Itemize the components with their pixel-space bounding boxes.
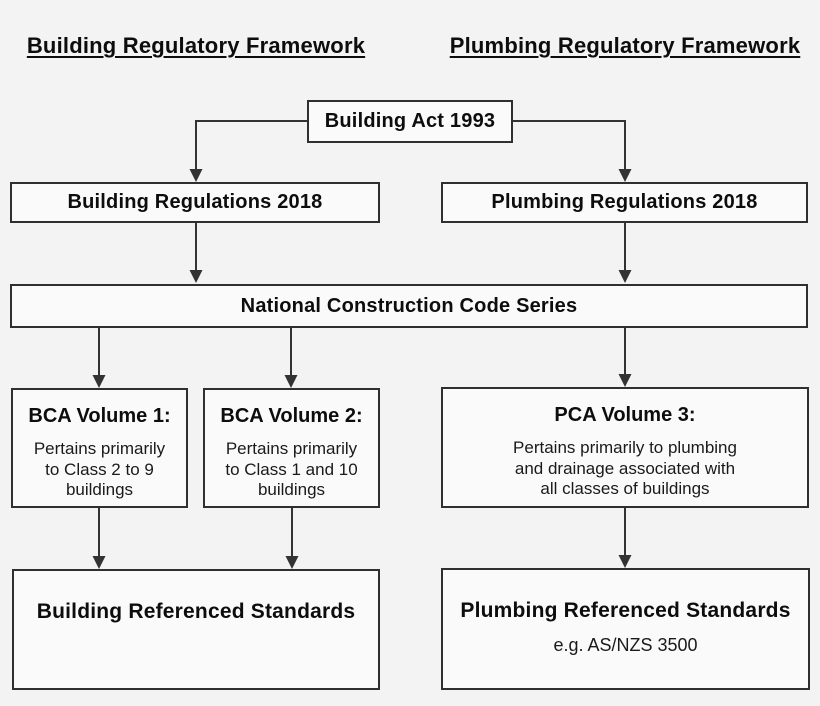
pca-volume-3-description: Pertains primarily to plumbing and drain… xyxy=(513,438,737,499)
connector-building-act-to-plumbing-regulations xyxy=(513,120,632,182)
building-act-label: Building Act 1993 xyxy=(324,110,496,132)
node-bca-volume-2: BCA Volume 2: Pertains primarily to Clas… xyxy=(203,388,380,508)
connector-building-regulations-to-ncc xyxy=(189,223,203,283)
node-building-act: Building Act 1993 xyxy=(307,100,513,143)
plumbing-framework-header: Plumbing Regulatory Framework xyxy=(449,33,801,58)
connector-bca-vol1-to-building-standards xyxy=(92,508,106,569)
ncc-series-label: National Construction Code Series xyxy=(240,294,578,317)
bca-volume-1-description: Pertains primarily to Class 2 to 9 build… xyxy=(33,439,166,500)
bca-volume-2-description: Pertains primarily to Class 1 and 10 bui… xyxy=(225,439,358,500)
connector-pca-vol3-to-plumbing-standards xyxy=(618,508,632,568)
node-building-regulations: Building Regulations 2018 xyxy=(10,182,380,223)
node-plumbing-regulations: Plumbing Regulations 2018 xyxy=(441,182,808,223)
bca-volume-2-title: BCA Volume 2: xyxy=(220,405,363,427)
node-building-referenced-standards: Building Referenced Standards xyxy=(12,569,380,690)
connector-building-act-to-building-regulations xyxy=(189,120,307,182)
connector-ncc-to-bca-vol1 xyxy=(92,328,106,388)
node-bca-volume-1: BCA Volume 1: Pertains primarily to Clas… xyxy=(11,388,188,508)
building-regulations-label: Building Regulations 2018 xyxy=(67,191,323,213)
connector-bca-vol2-to-building-standards xyxy=(285,508,299,569)
node-ncc-series: National Construction Code Series xyxy=(10,284,808,328)
plumbing-referenced-standards-title: Plumbing Referenced Standards xyxy=(460,599,791,622)
building-framework-header: Building Regulatory Framework xyxy=(26,33,366,58)
pca-volume-3-title: PCA Volume 3: xyxy=(554,404,696,426)
node-pca-volume-3: PCA Volume 3: Pertains primarily to plum… xyxy=(441,387,809,508)
bca-volume-1-title: BCA Volume 1: xyxy=(28,405,171,427)
connector-ncc-to-bca-vol2 xyxy=(284,328,298,388)
connector-ncc-to-pca-vol3 xyxy=(618,328,632,387)
connector-plumbing-regulations-to-ncc xyxy=(618,223,632,283)
plumbing-regulations-label: Plumbing Regulations 2018 xyxy=(491,191,758,213)
node-plumbing-referenced-standards: Plumbing Referenced Standards e.g. AS/NZ… xyxy=(441,568,810,690)
building-referenced-standards-title: Building Referenced Standards xyxy=(36,600,356,623)
plumbing-referenced-standards-example: e.g. AS/NZS 3500 xyxy=(553,635,698,655)
